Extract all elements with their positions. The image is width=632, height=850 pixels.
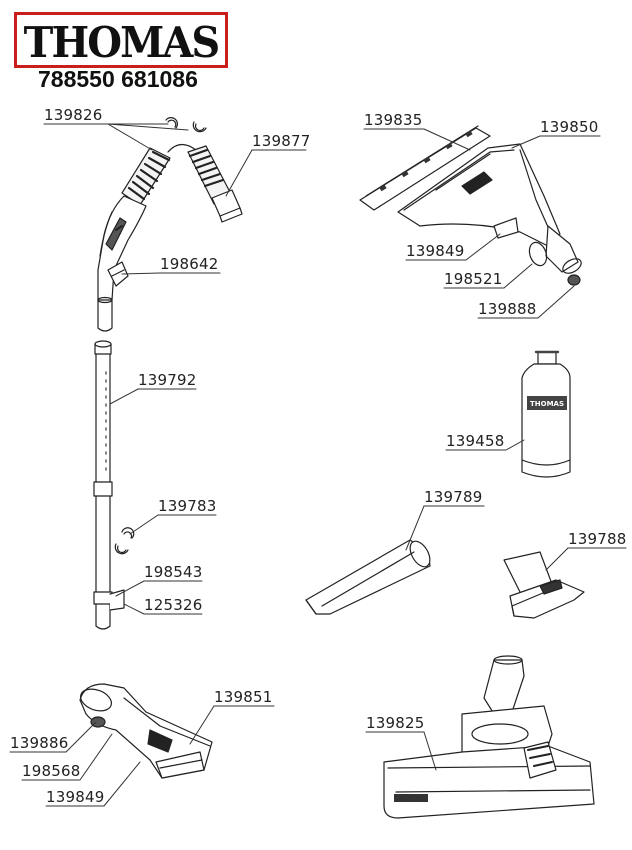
label-wet-nozzle: 139850 <box>540 118 599 136</box>
label-handle-clip: 198642 <box>160 255 219 273</box>
label-upholstery-nozzle-plate: 139835 <box>364 111 423 129</box>
thomas-logo-text: THOMAS <box>23 18 221 67</box>
model-numbers: 788550 681086 <box>38 66 198 92</box>
label-telescopic-tube: 139792 <box>138 371 197 389</box>
label-nozzle-nut: 139888 <box>478 300 537 318</box>
telescopic-tube-drawing <box>93 340 135 630</box>
label-floor-nozzle: 139825 <box>366 714 425 732</box>
leader-lines <box>9 123 627 807</box>
wet-nozzle-drawing <box>359 125 582 286</box>
detergent-bottle-drawing: THOMAS <box>521 350 571 478</box>
label-small-nozzle: 139788 <box>568 530 627 548</box>
label-hose-clips: 139826 <box>44 106 103 124</box>
label-tube-clips: 139783 <box>158 497 217 515</box>
label-hand-nozzle-ring: 198568 <box>22 762 81 780</box>
label-tube-clip-small: 198543 <box>144 563 203 581</box>
crevice-tool-drawing <box>305 539 431 615</box>
label-tube-holder: 125326 <box>144 596 203 614</box>
label-nozzle-ring: 198521 <box>444 270 503 288</box>
hose-handle-drawing <box>97 117 243 332</box>
label-detergent-bottle: 139458 <box>446 432 505 450</box>
bottle-logo: THOMAS <box>530 400 564 408</box>
floor-nozzle-drawing <box>383 655 595 819</box>
label-nozzle-insert: 139849 <box>406 242 465 260</box>
hand-nozzle-drawing <box>79 683 213 779</box>
label-hand-nozzle-plate: 139849 <box>46 788 105 806</box>
label-hand-nozzle-insert: 139851 <box>214 688 273 706</box>
label-crevice-tool: 139789 <box>424 488 483 506</box>
small-nozzle-drawing <box>503 551 585 619</box>
thomas-logo: THOMAS <box>14 12 228 68</box>
label-hose-end: 139877 <box>252 132 311 150</box>
label-hand-nozzle-nut: 139886 <box>10 734 69 752</box>
